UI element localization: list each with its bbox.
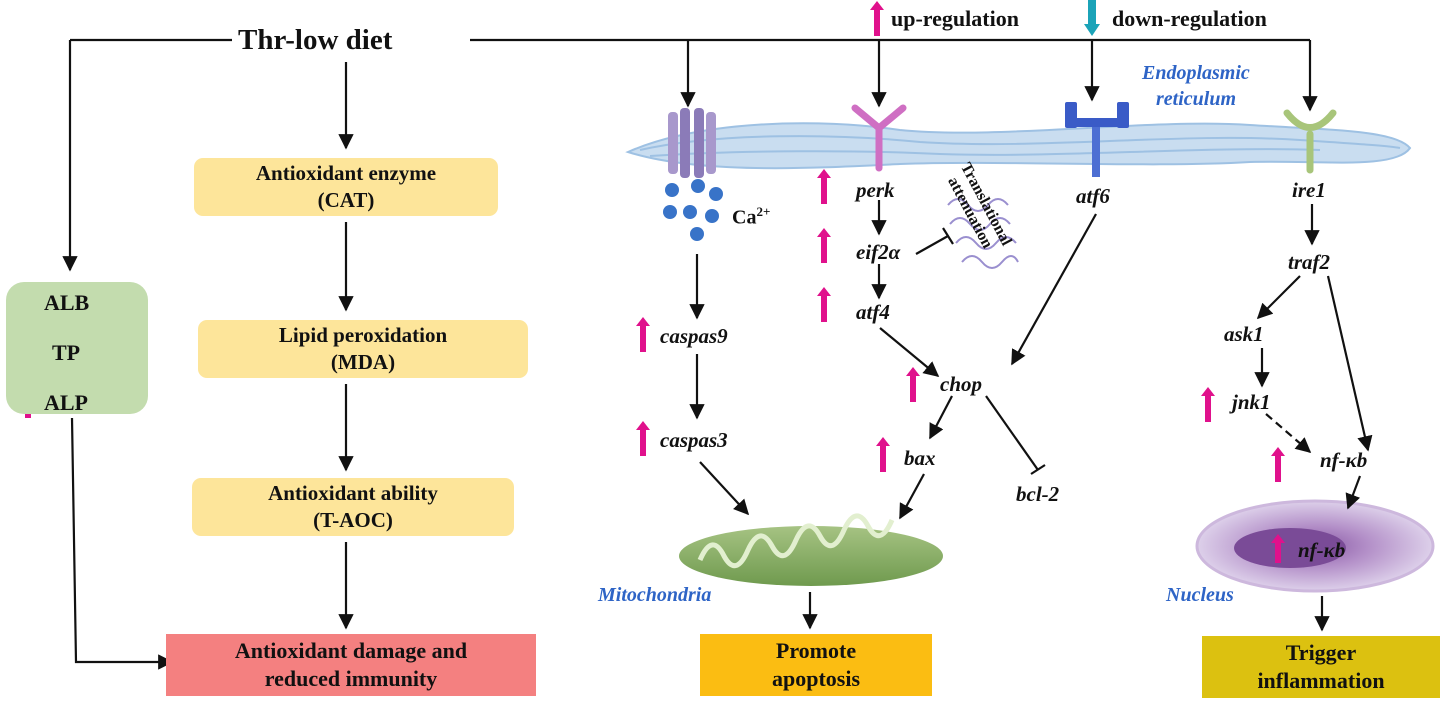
calcium-label: Ca2+ xyxy=(732,204,771,229)
up-arrow-icon xyxy=(817,287,831,322)
perk-receptor-icon xyxy=(851,104,907,172)
outcome-damage-box: Antioxidant damage and reduced immunity xyxy=(166,634,536,696)
up-arrow-icon xyxy=(1271,447,1285,482)
up-arrow-icon xyxy=(636,421,650,456)
up-arrow-icon xyxy=(870,1,884,36)
atf6-label: atf6 xyxy=(1076,184,1110,208)
tp-label: TP xyxy=(52,340,81,365)
perk-label: perk xyxy=(856,178,895,202)
apoptosis-line1: Promote xyxy=(775,638,857,663)
outcome-inflammation-box: Trigger inflammation xyxy=(1202,636,1440,698)
up-arrow-icon xyxy=(876,437,890,472)
mrna-squiggle-icon xyxy=(947,198,1019,269)
legend-down-label: down-regulation xyxy=(1112,6,1267,31)
caspas9-label: caspas9 xyxy=(660,324,728,348)
up-arrow-icon xyxy=(817,169,831,204)
inflammation-line1: Trigger xyxy=(1285,640,1357,665)
calcium-ions-icon xyxy=(663,179,723,241)
atf6-receptor-icon xyxy=(1065,102,1129,177)
diet-title: Thr-low diet xyxy=(238,24,393,56)
ire1-label: ire1 xyxy=(1292,178,1326,202)
er-label: Endoplasmic xyxy=(1142,62,1250,84)
cat-line1: Antioxidant enzyme xyxy=(255,161,437,185)
serum-panel xyxy=(6,282,148,414)
alp-label: ALP xyxy=(44,390,88,415)
pathway-arrows xyxy=(62,38,1373,670)
nucleus-icon xyxy=(1195,499,1435,593)
eif2a-label: eif2α xyxy=(856,240,901,264)
nfkb-label: nf-κb xyxy=(1320,448,1368,472)
antioxidant-ability-box: Antioxidant ability (T-AOC) xyxy=(192,478,514,536)
lipid-peroxidation-box: Lipid peroxidation (MDA) xyxy=(198,320,528,378)
taoc-line1: Antioxidant ability xyxy=(268,481,438,505)
up-arrow-icon xyxy=(906,367,920,402)
atf4-label: atf4 xyxy=(856,300,890,324)
er-label-2: reticulum xyxy=(1156,88,1237,110)
ire1-receptor-icon xyxy=(1283,109,1337,174)
jnk1-label: jnk1 xyxy=(1232,390,1271,414)
mitochondria-icon xyxy=(679,513,943,586)
caspas3-label: caspas3 xyxy=(660,428,728,452)
er-membrane xyxy=(625,122,1412,170)
bax-label: bax xyxy=(904,446,936,470)
nfkb-nucleus-label: nf-κb xyxy=(1298,538,1346,562)
calcium-channel-icon xyxy=(668,108,716,178)
mda-line2: (MDA) xyxy=(330,350,396,374)
outcome-apoptosis-box: Promote apoptosis xyxy=(700,634,932,696)
down-regulation-icons xyxy=(22,0,1100,524)
cat-line2: (CAT) xyxy=(317,188,375,212)
bcl2-label: bcl-2 xyxy=(1016,482,1060,506)
ask1-label: ask1 xyxy=(1224,322,1264,346)
up-arrow-icon xyxy=(636,317,650,352)
mitochondria-label: Mitochondria xyxy=(598,584,712,606)
taoc-line2: (T-AOC) xyxy=(313,508,393,532)
up-arrow-icon xyxy=(1271,534,1285,563)
legend-up-label: up-regulation xyxy=(891,6,1019,31)
damage-line2: reduced immunity xyxy=(264,666,438,691)
nucleus-label: Nucleus xyxy=(1166,584,1234,606)
down-arrow-icon xyxy=(1084,0,1100,36)
antioxidant-enzyme-box: Antioxidant enzyme (CAT) xyxy=(194,158,498,216)
up-arrow-icon xyxy=(817,228,831,263)
apoptosis-line2: apoptosis xyxy=(771,666,861,691)
alb-label: ALB xyxy=(44,290,90,315)
chop-label: chop xyxy=(940,372,982,396)
traf2-label: traf2 xyxy=(1288,250,1330,274)
damage-line1: Antioxidant damage and xyxy=(234,638,468,663)
up-arrow-icon xyxy=(1201,387,1215,422)
mda-line1: Lipid peroxidation xyxy=(278,323,448,347)
inflammation-line2: inflammation xyxy=(1257,668,1385,693)
